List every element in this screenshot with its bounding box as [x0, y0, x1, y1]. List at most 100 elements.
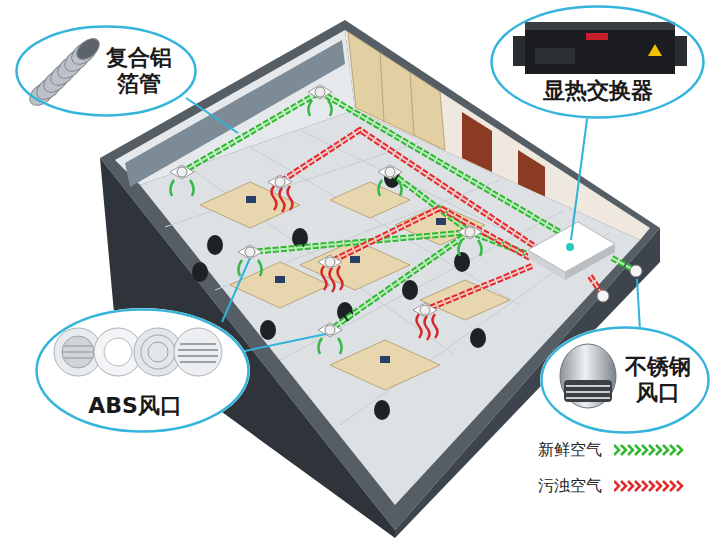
callout-label: 不锈钢 风口 — [622, 354, 694, 407]
vent-opening — [564, 380, 612, 402]
exhaust-air-ducts — [280, 130, 602, 310]
callout-oval: ABS风口 — [35, 308, 250, 433]
monitor — [275, 276, 285, 283]
unit-top-edge — [525, 22, 675, 30]
fresh-air-ducts — [182, 92, 634, 330]
chair — [470, 328, 486, 348]
vent-rim — [174, 328, 222, 376]
outdoor-vent — [630, 265, 642, 277]
callout-oval: 复合铝 箔管 — [15, 25, 197, 117]
legend-label: 新鲜空气 — [538, 440, 602, 461]
fresh-duct — [182, 92, 580, 244]
monitor — [436, 218, 446, 225]
cabinet-line — [380, 53, 384, 122]
exhaust-flow — [272, 186, 293, 212]
chair — [454, 252, 470, 272]
exhaust-duct — [280, 130, 602, 310]
oval-border — [37, 310, 249, 432]
steel-vent-icon — [560, 344, 616, 408]
unit-mark — [566, 243, 574, 251]
exchanger-icon — [513, 22, 687, 74]
exhaust-flow — [417, 314, 438, 340]
diffuser — [238, 245, 262, 259]
diffuser-plate — [238, 245, 262, 259]
diffuser-disc — [245, 247, 255, 257]
diffuser — [170, 165, 194, 179]
text-wrap: ABS风口 — [60, 393, 210, 419]
leader-line — [240, 334, 326, 352]
monitor — [350, 256, 360, 263]
heat-exchanger-unit — [528, 222, 642, 302]
monitor — [246, 196, 256, 203]
diffuser-disc — [465, 227, 475, 237]
vent-ring — [141, 335, 175, 369]
fresh-duct — [182, 92, 580, 244]
legend-item: 污浊空气 — [538, 474, 688, 498]
oval-outline — [15, 25, 197, 117]
text-wrap: 显热交换器 — [518, 78, 678, 104]
leader-lines — [186, 98, 640, 352]
legend-label: 污浊空气 — [538, 476, 602, 497]
vent-hood — [560, 344, 616, 408]
vent-ring — [148, 342, 168, 362]
callout-ground — [35, 308, 250, 433]
unit-panel — [535, 48, 575, 64]
vent-slats — [178, 344, 218, 362]
callout-oval: 不锈钢 风口 — [540, 326, 710, 434]
monitor — [380, 356, 390, 363]
diffuser-plate — [170, 165, 194, 179]
callout-label: 显热交换器 — [518, 78, 678, 104]
oval-outline — [540, 326, 710, 434]
exhaust-duct — [280, 130, 602, 310]
diffuser-disc — [315, 87, 325, 97]
leader-line — [222, 258, 250, 322]
vent-slats — [566, 386, 610, 398]
chair — [192, 262, 208, 282]
callout-ground — [15, 25, 197, 117]
swatch-chevrons — [614, 445, 682, 455]
supply-flow — [170, 100, 481, 354]
chair — [402, 280, 418, 300]
legend: 新鲜空气污浊空气 — [538, 438, 688, 510]
abs-vent-icons — [54, 328, 222, 376]
diffuser-disc — [177, 167, 187, 177]
outdoor-vent — [597, 290, 609, 302]
legend-swatch — [614, 480, 688, 492]
diffuser — [378, 165, 402, 179]
diffuser — [308, 85, 332, 99]
diffuser-disc — [325, 325, 335, 335]
hose-opening — [73, 35, 103, 64]
desk — [330, 340, 440, 390]
chair — [260, 320, 276, 340]
warning-sign — [648, 44, 662, 56]
desk — [330, 182, 410, 218]
vent-disc — [104, 338, 132, 366]
diffuser-plate — [378, 165, 402, 179]
exhaust-flow — [322, 266, 343, 292]
diffusers — [170, 85, 482, 337]
leader-line — [637, 279, 640, 330]
vent-slats — [62, 346, 94, 358]
legend-item: 新鲜空气 — [538, 438, 688, 462]
duct-collar — [513, 36, 527, 66]
vent-grille — [62, 336, 94, 368]
callout-grounds — [15, 5, 710, 434]
oval-border — [17, 27, 196, 116]
diffuser-disc — [420, 305, 430, 315]
callout-label: 复合铝 箔管 — [97, 45, 181, 98]
diffuser-plate — [308, 85, 332, 99]
unit-body — [525, 22, 675, 74]
desk — [200, 182, 300, 228]
duct-collar — [673, 36, 687, 66]
chair — [374, 400, 390, 420]
leader-line — [571, 112, 588, 240]
diffuser-disc — [275, 177, 285, 187]
callout-label: ABS风口 — [60, 393, 210, 419]
leader-line — [186, 98, 238, 133]
diffuser-disc — [385, 167, 395, 177]
callout-oval: 显热交换器 — [490, 5, 705, 119]
floor — [140, 110, 640, 505]
diffuser-disc — [325, 257, 335, 267]
unit-logo — [586, 33, 608, 40]
